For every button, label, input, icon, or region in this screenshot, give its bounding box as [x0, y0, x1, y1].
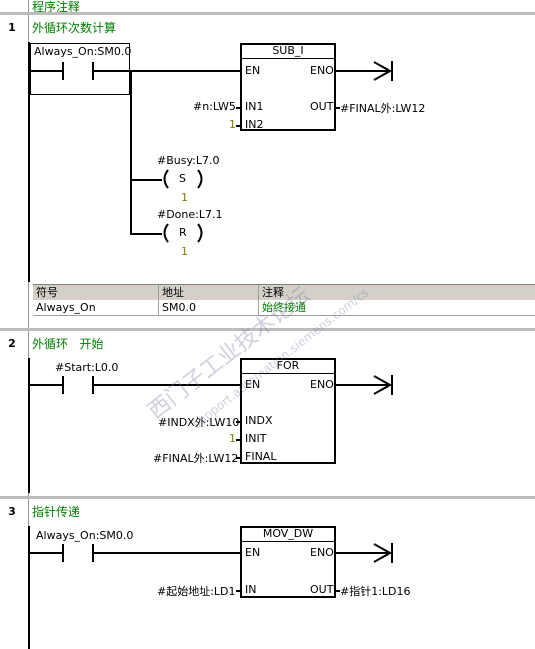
address-column-header[interactable]: 地址: [159, 285, 259, 300]
network-number[interactable]: 1: [8, 21, 16, 34]
out-operand[interactable]: #FINAL外:LW12: [340, 102, 426, 115]
block-title-line: [240, 58, 336, 59]
network-separator: [0, 496, 535, 499]
out-pin: OUT: [310, 100, 334, 113]
eno-arrow-icon: [373, 61, 393, 81]
pin-stub: [236, 107, 240, 109]
coil-count[interactable]: 1: [181, 191, 188, 204]
contact-symbol[interactable]: #Start:L0.0: [55, 361, 119, 374]
branch-wire: [130, 70, 132, 234]
wire: [94, 384, 240, 386]
out-pin: OUT: [310, 583, 334, 596]
init-operand[interactable]: 1: [229, 432, 236, 445]
eno-pin: ENO: [310, 546, 334, 559]
network-number[interactable]: 2: [8, 337, 16, 350]
final-operand[interactable]: #FINAL外:LW12: [153, 452, 239, 465]
in-pin: IN: [245, 583, 257, 596]
pin-stub: [336, 590, 340, 592]
coil-symbol[interactable]: #Busy:L7.0: [157, 154, 220, 167]
wire: [94, 70, 242, 72]
eno-pin: ENO: [310, 64, 334, 77]
wire: [94, 552, 240, 554]
in1-pin: IN1: [245, 100, 264, 113]
table-row[interactable]: Always_On SM0.0 始终接通: [33, 300, 535, 316]
block-title-line: [240, 373, 336, 374]
coil-symbol[interactable]: #Done:L7.1: [157, 208, 223, 221]
pin-stub: [236, 457, 240, 459]
symbol-column-header[interactable]: 符号: [33, 285, 159, 300]
pin-stub: [236, 590, 240, 592]
en-pin: EN: [245, 64, 261, 77]
en-pin: EN: [245, 546, 261, 559]
pin-stub: [236, 439, 240, 441]
final-pin: FINAL: [245, 450, 277, 463]
wire: [130, 179, 162, 181]
wire: [30, 70, 62, 72]
contact-selection-box[interactable]: [30, 43, 130, 95]
contact-left-bar: [62, 544, 64, 562]
contact-symbol[interactable]: Always_On:SM0.0: [34, 45, 132, 58]
for-block[interactable]: [240, 358, 336, 464]
wire: [130, 233, 162, 235]
eno-wire: [336, 384, 390, 386]
eno-wire: [336, 70, 390, 72]
symbol-cell: Always_On: [33, 300, 159, 315]
mov-dw-block[interactable]: [240, 526, 336, 598]
coil-type: R: [179, 226, 187, 239]
in2-operand[interactable]: 1: [229, 118, 236, 131]
pin-stub: [236, 125, 240, 127]
pin-stub: [236, 421, 240, 423]
address-cell: SM0.0: [159, 300, 259, 315]
contact-left-bar: [62, 376, 64, 394]
network-gutter: [0, 0, 29, 649]
eno-arrow-icon: [373, 543, 393, 563]
indx-pin: INDX: [245, 414, 273, 427]
power-rail: [28, 358, 30, 493]
contact-left-bar: [62, 62, 64, 80]
network-title[interactable]: 外循环次数计算: [32, 21, 117, 35]
coil-type: S: [179, 172, 186, 185]
comment-column-header[interactable]: 注释: [262, 286, 284, 299]
contact-right-bar: [92, 62, 94, 80]
sub-i-block[interactable]: [240, 43, 336, 131]
network-title[interactable]: 外循环 开始: [32, 337, 104, 351]
contact-right-bar: [92, 376, 94, 394]
wire: [30, 384, 62, 386]
wire: [30, 552, 62, 554]
network-title[interactable]: 指针传递: [32, 505, 81, 519]
eno-pin: ENO: [310, 378, 334, 391]
in2-pin: IN2: [245, 118, 264, 131]
comment-cell: 始终接通: [262, 301, 306, 314]
indx-operand[interactable]: #INDX外:LW10: [158, 416, 240, 429]
power-rail: [28, 42, 30, 282]
eno-arrow-icon: [373, 375, 393, 395]
network-separator: [0, 12, 535, 15]
contact-symbol[interactable]: Always_On:SM0.0: [36, 529, 134, 542]
in1-operand[interactable]: #n:LW5: [193, 100, 236, 113]
eno-wire: [336, 552, 390, 554]
en-pin: EN: [245, 378, 261, 391]
reset-coil-icon[interactable]: [158, 222, 208, 244]
program-comment[interactable]: 程序注释: [32, 0, 81, 14]
block-title: MOV_DW: [262, 527, 314, 540]
symbol-table: 符号 地址 注释 Always_On SM0.0 始终接通: [33, 284, 535, 316]
symbol-table-header: 符号 地址 注释: [33, 285, 535, 300]
contact-right-bar: [92, 544, 94, 562]
set-coil-icon[interactable]: [158, 168, 208, 190]
block-title-line: [240, 541, 336, 542]
block-title: SUB_I: [272, 44, 304, 57]
init-pin: INIT: [245, 432, 267, 445]
in-operand[interactable]: #起始地址:LD1: [157, 585, 236, 598]
coil-count[interactable]: 1: [181, 245, 188, 258]
out-operand[interactable]: #指针1:LD16: [340, 585, 411, 598]
power-rail: [28, 526, 30, 649]
pin-stub: [336, 107, 340, 109]
block-title: FOR: [276, 359, 300, 372]
network-separator: [0, 328, 535, 331]
network-number[interactable]: 3: [8, 505, 16, 518]
